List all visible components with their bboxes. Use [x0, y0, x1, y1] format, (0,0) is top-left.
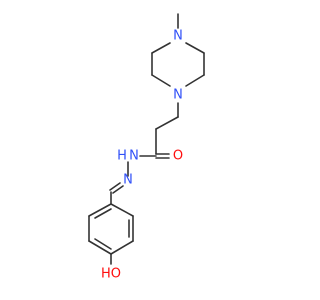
- atom-o-carbonyl: O: [173, 149, 183, 164]
- piperazine-ring: [151, 42, 205, 87]
- hydrazone-linkage: [109, 155, 157, 205]
- atom-n-piperazine: N: [173, 88, 183, 103]
- atom-n-methyl: N: [173, 29, 183, 44]
- atom-n-amide: N: [129, 149, 139, 164]
- phenol-ring: [88, 203, 134, 265]
- atom-h-amide: H: [117, 149, 127, 164]
- atom-o-hydroxyl: HO: [101, 267, 121, 282]
- atom-n-imine: N: [123, 173, 133, 188]
- propanoyl-chain: [155, 102, 179, 155]
- carbonyl-bond: [155, 153, 170, 159]
- molecule-diagram: N N N H N O HO: [88, 13, 205, 282]
- structure-canvas: N N N H N O HO: [88, 13, 205, 282]
